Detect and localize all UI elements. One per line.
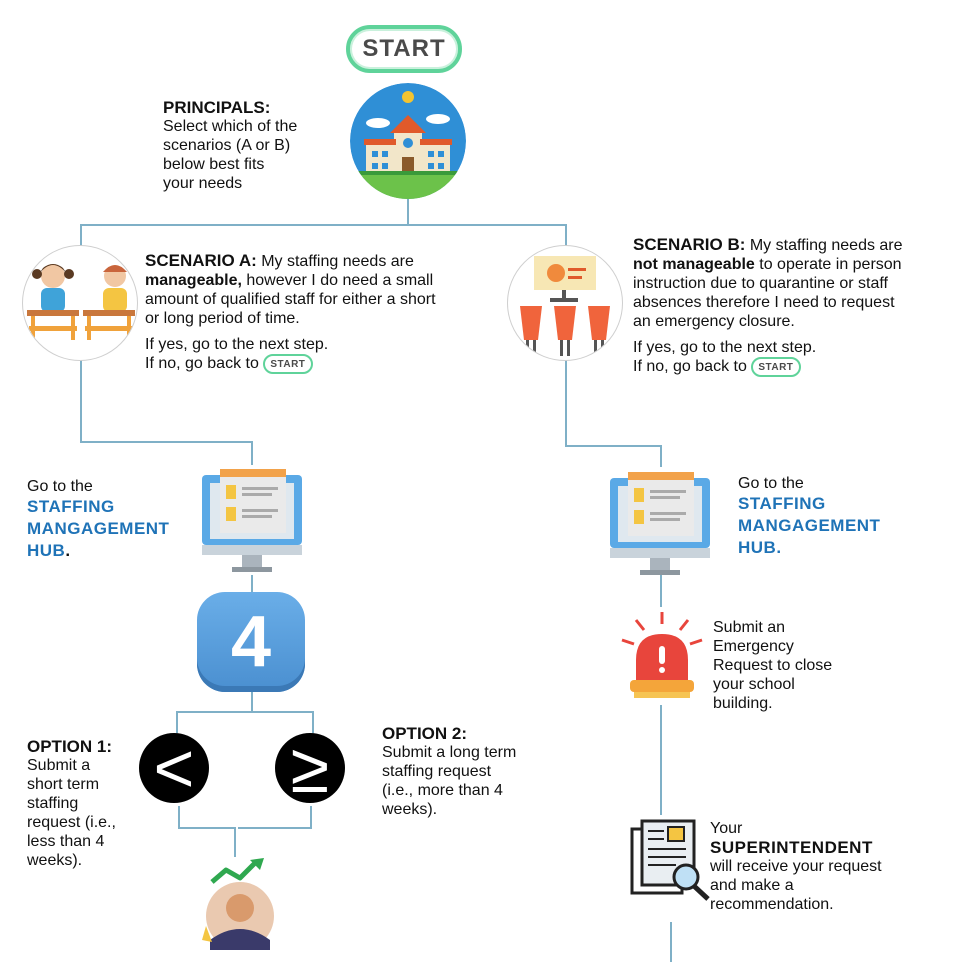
connector-line [565, 445, 661, 447]
hub-right-line: MANGAGEMENT [738, 516, 881, 535]
superintendent-title: SUPERINTENDENT [710, 838, 873, 857]
hub-right-line: STAFFING [738, 494, 826, 513]
monitor-icon [200, 465, 304, 575]
connector-line [251, 441, 253, 465]
connector-line [80, 224, 566, 226]
scenario-a-yes-line: If yes, go to the next step. [145, 336, 329, 353]
superintendent-text: Your SUPERINTENDENT will receive your re… [710, 819, 940, 914]
connector-line [80, 441, 252, 443]
person-growth-icon [200, 856, 280, 956]
connector-line [251, 690, 253, 712]
connector-line [234, 827, 236, 857]
hub-left-line-last: HUB. [27, 540, 207, 562]
scenario-b-text-before: My staffing needs are [745, 237, 903, 254]
option1-text: OPTION 1: Submit a short term staffing r… [27, 737, 147, 870]
connector-line [660, 705, 662, 815]
hub-left-period: . [65, 541, 71, 560]
scenario-b-description: SCENARIO B: My staffing needs are not ma… [633, 235, 913, 331]
hub-left-go-to: Go to the [27, 478, 93, 495]
scenario-b-emphasis: not manageable [633, 256, 755, 273]
principals-heading: PRINCIPALS: [163, 98, 271, 117]
siren-icon [620, 610, 704, 700]
option1-line: request (i.e., [27, 814, 116, 831]
principals-line: scenarios (A or B) [163, 137, 291, 154]
start-button: START [346, 25, 462, 73]
option1-line: less than 4 [27, 833, 105, 850]
emergency-line: Submit an [713, 619, 786, 636]
scenario-b-no-text: If no, go back to [633, 358, 747, 376]
option1-heading: OPTION 1: [27, 737, 113, 756]
scenario-a-text-after: however I do need a small amount of qual… [145, 272, 436, 327]
scenario-a-heading: SCENARIO A: [145, 251, 257, 270]
connector-line [310, 806, 312, 828]
option2-line: staffing request [382, 763, 492, 780]
less-than-icon[interactable]: < [139, 733, 209, 803]
option2-line: (i.e., more than 4 [382, 782, 503, 799]
superintendent-line: recommendation. [710, 896, 834, 913]
hub-left-text: Go to the STAFFING MANGAGEMENT HUB. [27, 477, 207, 562]
emergency-line: Request to close [713, 657, 833, 674]
connector-line [178, 806, 180, 828]
hub-right-line: HUB. [738, 538, 782, 557]
emergency-line: Emergency [713, 638, 794, 655]
option1-line: weeks). [27, 852, 83, 869]
monitor-icon [608, 468, 712, 578]
principals-line: below best fits [163, 156, 265, 173]
meeting-room-icon [507, 245, 623, 361]
connector-line [251, 575, 253, 593]
hub-right-go-to: Go to the [738, 475, 804, 492]
scenario-a-description: SCENARIO A: My staffing needs are manage… [145, 251, 440, 328]
connector-line [565, 224, 567, 248]
superintendent-your: Your [710, 820, 743, 837]
hub-left-line: STAFFING [27, 497, 115, 516]
superintendent-line: and make a [710, 877, 794, 894]
connector-line [565, 360, 567, 446]
hub-left-hub-word: HUB [27, 541, 66, 560]
school-icon [350, 83, 466, 199]
greater-equal-icon[interactable]: ≥ [275, 733, 345, 803]
scenario-a-emphasis: manageable, [145, 272, 242, 289]
document-search-icon [628, 815, 712, 901]
emergency-line: your school [713, 676, 795, 693]
option2-line: Submit a long term [382, 744, 517, 761]
start-link[interactable]: START [750, 357, 801, 377]
scenario-b-text: SCENARIO B: My staffing needs are not ma… [633, 235, 913, 377]
connector-line [238, 827, 312, 829]
option2-text: OPTION 2: Submit a long term staffing re… [382, 724, 562, 819]
connector-line [660, 445, 662, 467]
connector-line [176, 711, 314, 713]
connector-line [80, 224, 82, 248]
option2-heading: OPTION 2: [382, 724, 468, 743]
connector-line [80, 360, 82, 442]
hub-right-text: Go to the STAFFING MANGAGEMENT HUB. [738, 474, 928, 559]
connector-line [660, 575, 662, 607]
connector-line [176, 711, 178, 733]
scenario-a-text-before: My staffing needs are [256, 253, 414, 270]
scenario-b-text-after: to operate in person instruction due to … [633, 256, 902, 330]
connector-line [178, 827, 236, 829]
scenario-a-no-text: If no, go back to [145, 355, 259, 373]
scenario-b-heading: SCENARIO B: [633, 235, 746, 254]
option1-line: short term [27, 776, 100, 793]
option2-line: weeks). [382, 801, 438, 818]
principals-line: Select which of the [163, 118, 298, 135]
option1-line: Submit a [27, 757, 91, 774]
start-link[interactable]: START [262, 354, 313, 374]
superintendent-line: will receive your request [710, 858, 882, 875]
connector-line [670, 922, 672, 962]
scenario-a-text: SCENARIO A: My staffing needs are manage… [145, 251, 440, 374]
scenario-b-yes-line: If yes, go to the next step. [633, 339, 817, 356]
connector-line [407, 197, 409, 225]
emergency-text: Submit an Emergency Request to close you… [713, 618, 893, 713]
emergency-line: building. [713, 695, 773, 712]
principals-line: your needs [163, 175, 243, 192]
option1-line: staffing [27, 795, 79, 812]
classroom-students-icon [22, 245, 138, 361]
hub-left-line: MANGAGEMENT [27, 519, 170, 538]
number-four-badge: 4 [197, 592, 305, 692]
connector-line [312, 711, 314, 733]
principals-text: PRINCIPALS: Select which of the scenario… [163, 98, 348, 193]
